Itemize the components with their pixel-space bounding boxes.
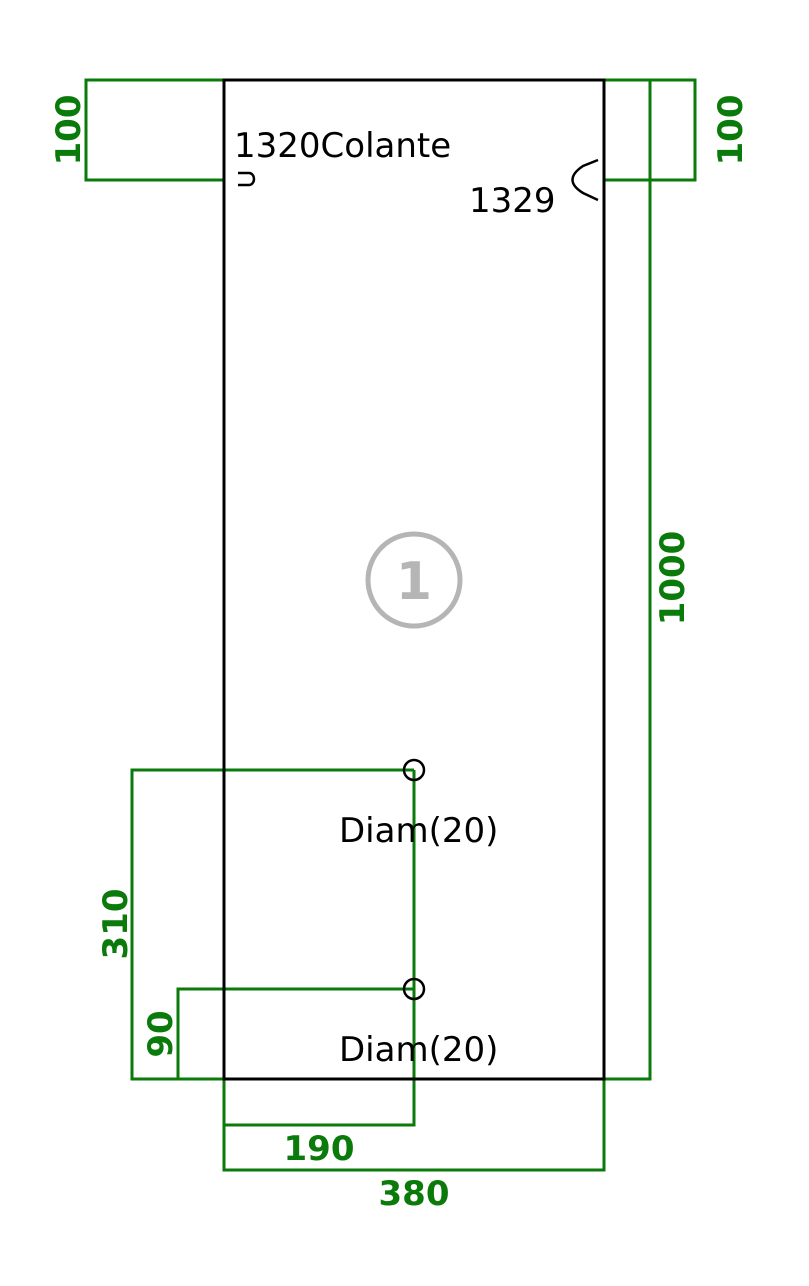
dim-text-total-height: 1000 xyxy=(653,531,693,626)
dim-line-total-width xyxy=(222,1079,606,1172)
hole-upper-label: Diam(20) xyxy=(339,811,498,851)
piece-number: 1 xyxy=(396,552,432,612)
hole-lower-label: Diam(20) xyxy=(339,1030,498,1070)
dim-line-top-left xyxy=(84,78,224,182)
piece-number-circle xyxy=(365,531,463,629)
dim-text-hole-upper: 310 xyxy=(96,889,136,960)
dim-text-total-width: 380 xyxy=(379,1174,450,1214)
dim-text-hole-lower: 90 xyxy=(141,1010,181,1057)
dim-text-top-left: 100 xyxy=(49,95,89,166)
dim-line-total-height xyxy=(604,78,652,1081)
edge-band-mark-left xyxy=(238,171,256,187)
edge-label-top-right: 1329 xyxy=(469,181,556,221)
edge-band-mark-right xyxy=(571,158,599,202)
hole-lower xyxy=(402,977,426,1001)
edge-label-top-left: 1320Colante xyxy=(234,126,451,166)
dim-text-top-right: 100 xyxy=(711,95,751,166)
dim-text-hole-offset: 190 xyxy=(284,1129,355,1169)
panel-outline-stroke xyxy=(222,78,606,1081)
hole-upper xyxy=(402,758,426,782)
